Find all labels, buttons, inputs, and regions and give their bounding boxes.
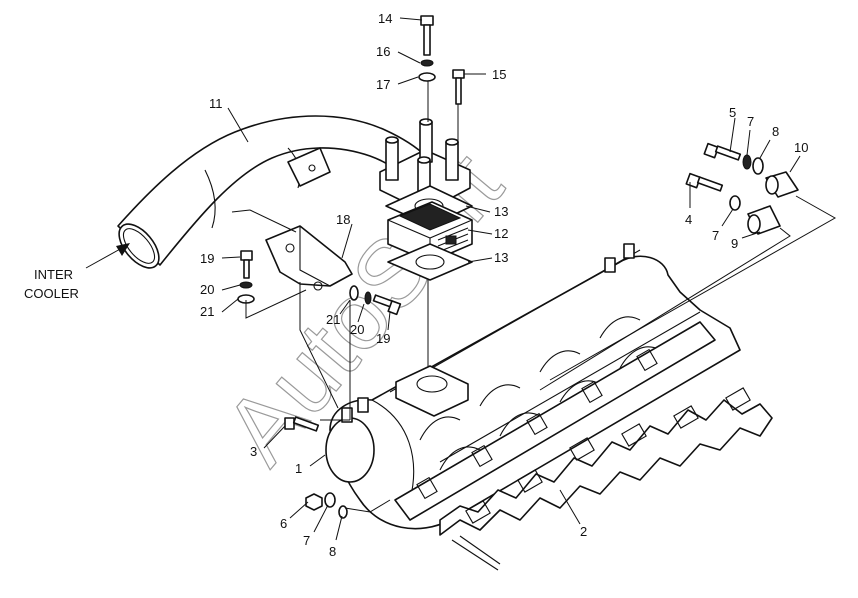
callout-3: 3 — [250, 444, 257, 459]
manifold-gasket — [439, 387, 773, 571]
leader-lines — [221, 17, 837, 541]
callout-4: 4 — [685, 212, 692, 227]
support-bracket — [265, 225, 353, 291]
callout-2: 2 — [580, 524, 587, 539]
washer-7-bottom — [324, 492, 336, 508]
bolt-5 — [703, 142, 742, 161]
lock-washer-16 — [420, 59, 434, 67]
washer-8-bottom — [338, 505, 348, 519]
bolt-19-left — [240, 250, 253, 279]
callout-6: 6 — [280, 516, 287, 531]
spacer-10 — [765, 171, 799, 198]
callout-13-lower: 13 — [494, 250, 508, 265]
intake-heater — [387, 201, 473, 263]
intercooler-label-line1: INTER — [34, 267, 73, 282]
callout-7-right: 7 — [747, 114, 754, 129]
lock-washer-20-right — [364, 291, 372, 305]
callout-21-left: 21 — [200, 304, 214, 319]
intercooler-label-line2: COOLER — [24, 286, 79, 301]
callout-19-left: 19 — [200, 251, 214, 266]
bolt-19-right — [372, 294, 402, 316]
callout-5: 5 — [729, 105, 736, 120]
washer-17 — [418, 72, 436, 82]
callout-12: 12 — [494, 226, 508, 241]
lock-washer-20-left — [239, 281, 253, 289]
callout-9: 9 — [731, 236, 738, 251]
washer-21-right — [349, 285, 359, 301]
washer-7-mid — [729, 195, 741, 211]
callout-19-right: 19 — [376, 331, 390, 346]
callout-15: 15 — [492, 67, 506, 82]
callout-1: 1 — [295, 461, 302, 476]
callout-13-upper: 13 — [494, 204, 508, 219]
intercooler-arrow — [85, 243, 130, 269]
callout-16: 16 — [376, 44, 390, 59]
washer-8-right — [752, 157, 764, 175]
callout-7-bottom: 7 — [303, 533, 310, 548]
callout-18: 18 — [336, 212, 350, 227]
bolt-4 — [685, 172, 724, 192]
callout-8-bottom: 8 — [329, 544, 336, 559]
bolt-14 — [420, 15, 434, 56]
spacer-9 — [747, 205, 781, 235]
bolt-3 — [284, 416, 320, 432]
callout-10: 10 — [794, 140, 808, 155]
lock-washer-7-right — [742, 154, 752, 170]
callout-14: 14 — [378, 11, 392, 26]
lower-gasket — [387, 243, 473, 281]
callout-numbers: 1 2 3 4 5 6 7 7 7 8 8 9 10 11 12 13 13 1… — [200, 11, 808, 559]
callout-7-mid: 7 — [712, 228, 719, 243]
bolt-15 — [452, 69, 465, 105]
intake-manifold — [325, 243, 741, 530]
callout-11: 11 — [209, 96, 223, 111]
callout-17: 17 — [376, 77, 390, 92]
callout-21-right: 21 — [326, 312, 340, 327]
nut-6 — [305, 493, 323, 511]
callout-20-right: 20 — [350, 322, 364, 337]
callout-20-left: 20 — [200, 282, 214, 297]
callout-8-right: 8 — [772, 124, 779, 139]
